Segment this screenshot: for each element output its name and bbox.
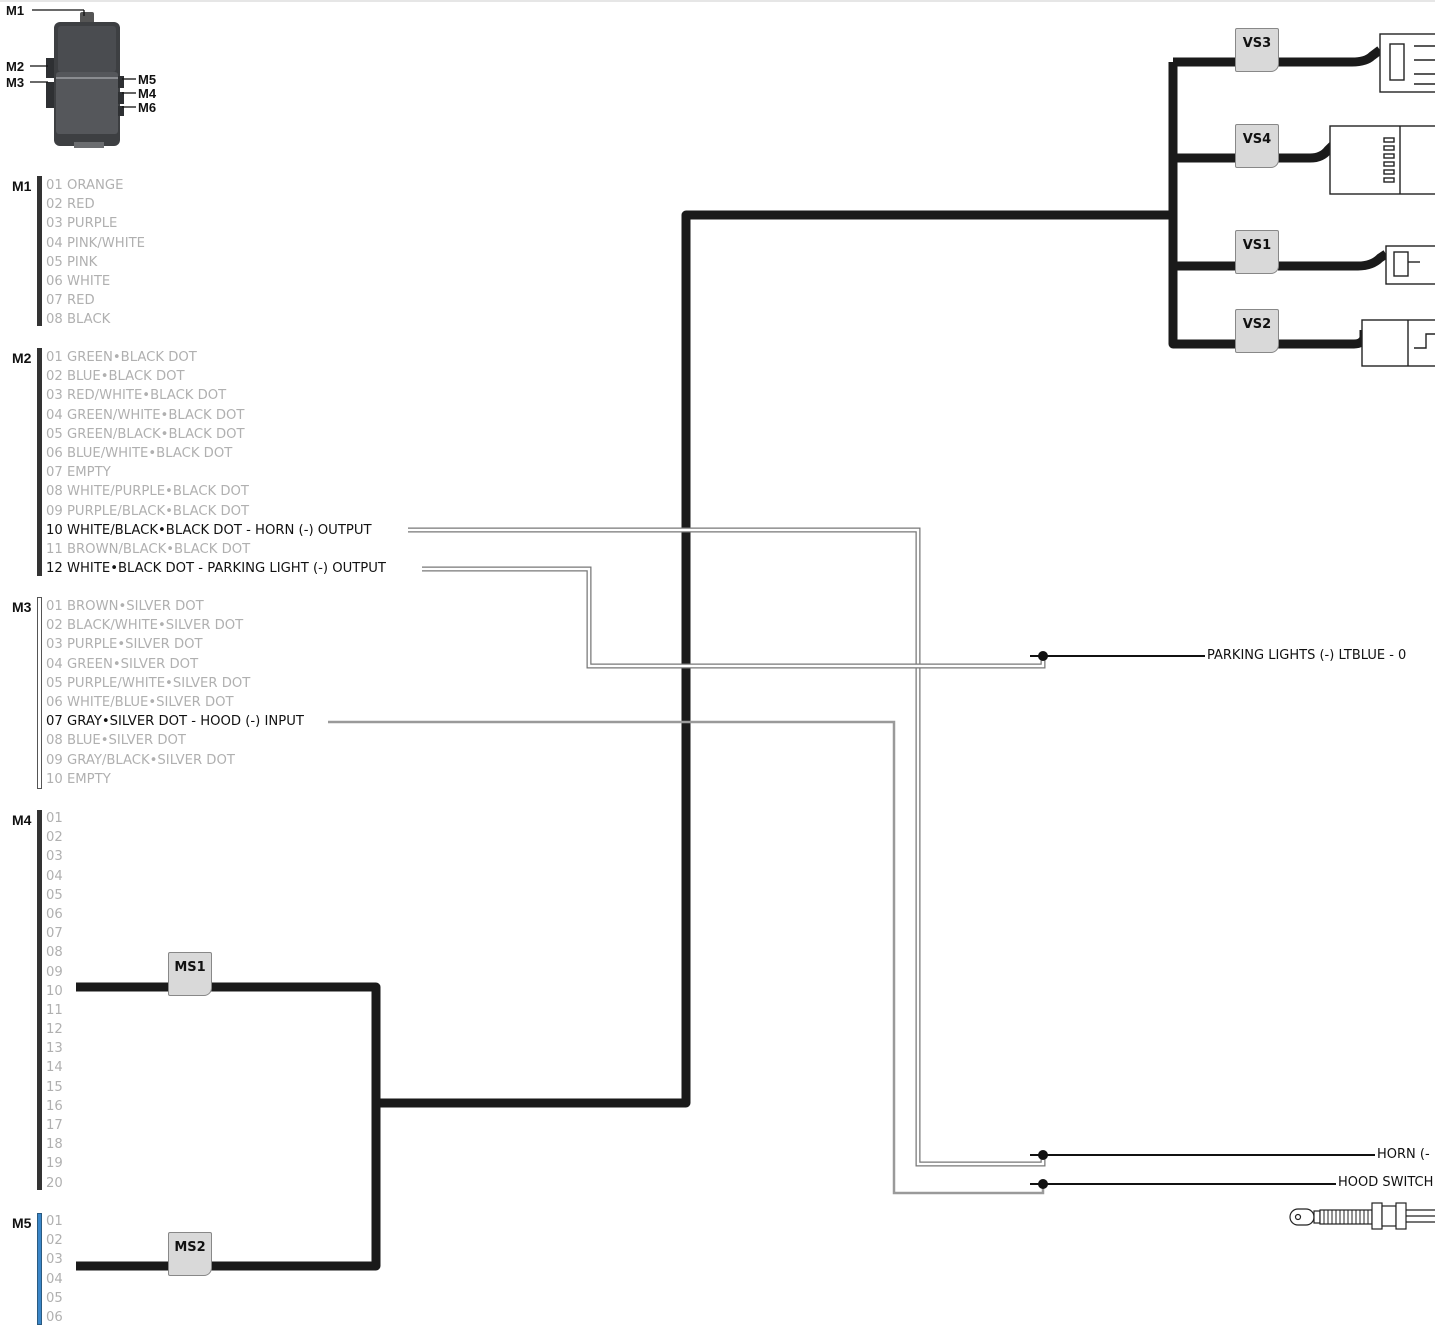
pin-m2-10: 10 WHITE/BLACK•BLACK DOT - HORN (-) OUTP… xyxy=(46,522,372,538)
connector-m4-pin-list: 01 02 03 04 05 06 07 08 09 10 11 12 13 14 15 16 17 18 19 20 xyxy=(46,809,63,1193)
pin-m4-02: 02 xyxy=(46,830,63,846)
pin-m1-05: 05 PINK xyxy=(46,254,98,270)
connector-m4-label: M4 xyxy=(12,812,32,828)
pin-m1-06: 06 WHITE xyxy=(46,273,111,289)
pin-m1-08: 08 BLACK xyxy=(46,312,111,328)
pin-m1-02: 02 RED xyxy=(46,197,95,213)
connector-m5-label: M5 xyxy=(12,1215,32,1231)
pin-m3-06: 06 WHITE/BLUE•SILVER DOT xyxy=(46,694,234,710)
pin-m4-20: 20 xyxy=(46,1175,63,1191)
pin-m3-10: 10 EMPTY xyxy=(46,771,111,787)
pin-m2-08: 08 WHITE/PURPLE•BLACK DOT xyxy=(46,484,249,500)
pin-m4-04: 04 xyxy=(46,868,63,884)
pin-m5-05: 05 xyxy=(46,1290,63,1306)
pin-m4-16: 16 xyxy=(46,1098,63,1114)
pin-m4-08: 08 xyxy=(46,945,63,961)
pin-m5-04: 04 xyxy=(46,1271,63,1287)
harness-tag-ms1: MS1 xyxy=(168,952,212,996)
pin-m5-02: 02 xyxy=(46,1233,63,1249)
pin-m3-05: 05 PURPLE/WHITE•SILVER DOT xyxy=(46,675,251,691)
pin-m1-03: 03 PURPLE xyxy=(46,216,118,232)
pin-m3-07: 07 GRAY•SILVER DOT - HOOD (-) INPUT xyxy=(46,714,304,730)
pin-m4-05: 05 xyxy=(46,887,63,903)
pin-m3-02: 02 BLACK/WHITE•SILVER DOT xyxy=(46,618,244,634)
harness-tag-vs3: VS3 xyxy=(1235,28,1279,72)
pin-m5-01: 01 xyxy=(46,1214,63,1229)
connector-m2-label: M2 xyxy=(12,350,32,366)
pin-m4-18: 18 xyxy=(46,1137,63,1153)
parking-light-wire xyxy=(422,566,1046,669)
pin-m1-04: 04 PINK/WHITE xyxy=(46,235,146,251)
hood-switch-label: HOOD SWITCH xyxy=(1336,1175,1435,1191)
hood-wire xyxy=(328,720,1045,1195)
callout-m3: M3 xyxy=(6,75,25,90)
horn-label: HORN (- xyxy=(1375,1147,1432,1163)
signal-tie-ins xyxy=(1030,651,1375,1189)
vehicle-side-branches xyxy=(1278,46,1389,349)
horn-wire xyxy=(408,527,1046,1167)
pin-m3-09: 09 GRAY/BLACK•SILVER DOT xyxy=(46,752,235,768)
connector-m3-pin-list: 01 BROWN•SILVER DOT 02 BLACK/WHITE•SILVER… xyxy=(46,597,304,789)
pin-m4-10: 10 xyxy=(46,983,63,999)
pin-m3-03: 03 PURPLE•SILVER DOT xyxy=(46,637,203,653)
pin-m4-13: 13 xyxy=(46,1041,63,1057)
pin-m4-03: 03 xyxy=(46,849,63,865)
harness-tag-vs2: VS2 xyxy=(1235,309,1279,353)
pin-m2-04: 04 GREEN/WHITE•BLACK DOT xyxy=(46,407,245,423)
connector-m1-bar xyxy=(37,176,42,326)
harness-tag-vs1: VS1 xyxy=(1235,230,1279,274)
pin-m4-12: 12 xyxy=(46,1022,63,1038)
harness-tag-ms2: MS2 xyxy=(168,1232,212,1276)
vehicle-connectors xyxy=(1329,33,1435,367)
pin-m3-01: 01 BROWN•SILVER DOT xyxy=(46,599,204,614)
connector-m3-bar xyxy=(37,597,42,789)
pin-m2-12: 12 WHITE•BLACK DOT - PARKING LIGHT (-) O… xyxy=(46,561,386,577)
connector-m3-label: M3 xyxy=(12,599,32,615)
harness-tag-vs4: VS4 xyxy=(1235,124,1279,168)
callout-m2: M2 xyxy=(6,59,25,74)
pin-m2-11: 11 BROWN/BLACK•BLACK DOT xyxy=(46,541,251,557)
pin-m2-07: 07 EMPTY xyxy=(46,465,111,481)
pin-m2-03: 03 RED/WHITE•BLACK DOT xyxy=(46,388,227,404)
connector-m4-bar xyxy=(37,810,42,1190)
pin-m4-09: 09 xyxy=(46,964,63,980)
hood-switch-illustration xyxy=(1289,1202,1435,1230)
pin-m1-07: 07 RED xyxy=(46,293,95,309)
callout-m5: M5 xyxy=(138,72,157,87)
pin-m2-06: 06 BLUE/WHITE•BLACK DOT xyxy=(46,445,233,461)
connector-m1-label: M1 xyxy=(12,178,32,194)
pin-m2-01: 01 GREEN•BLACK DOT xyxy=(46,350,197,365)
pin-m4-17: 17 xyxy=(46,1118,63,1133)
pin-m1-01: 01 ORANGE xyxy=(46,178,124,193)
pin-m5-03: 03 xyxy=(46,1252,63,1268)
pin-m4-01: 01 xyxy=(46,811,63,826)
pin-m3-08: 08 BLUE•SILVER DOT xyxy=(46,733,186,749)
pin-m2-02: 02 BLUE•BLACK DOT xyxy=(46,369,185,385)
pin-m4-14: 14 xyxy=(46,1060,63,1076)
pin-m2-05: 05 GREEN/BLACK•BLACK DOT xyxy=(46,426,245,442)
callout-m4: M4 xyxy=(138,86,157,101)
connector-m5-bar xyxy=(37,1213,42,1325)
module-unit-illustration xyxy=(30,9,136,148)
pin-m4-11: 11 xyxy=(46,1002,63,1018)
callout-m6: M6 xyxy=(138,100,157,115)
pin-m2-09: 09 PURPLE/BLACK•BLACK DOT xyxy=(46,503,250,519)
callout-m1: M1 xyxy=(6,3,25,18)
pin-m5-06: 06 xyxy=(46,1309,63,1325)
connector-m2-pin-list: 01 GREEN•BLACK DOT 02 BLUE•BLACK DOT 03 RE… xyxy=(46,348,386,578)
main-harness xyxy=(76,57,1236,1271)
parking-lights-label: PARKING LIGHTS (-) LTBLUE - 0 xyxy=(1205,648,1409,664)
pin-m3-04: 04 GREEN•SILVER DOT xyxy=(46,656,199,672)
pin-m4-19: 19 xyxy=(46,1156,63,1172)
connector-m5-pin-list: 01 02 03 04 05 06 xyxy=(46,1212,63,1327)
pin-m4-06: 06 xyxy=(46,906,63,922)
pin-m4-07: 07 xyxy=(46,926,63,942)
connector-m2-bar xyxy=(37,348,42,576)
connector-m1-pin-list: 01 ORANGE 02 RED 03 PURPLE 04 PINK/WHITE 05 … xyxy=(46,176,145,330)
pin-m4-15: 15 xyxy=(46,1079,63,1095)
